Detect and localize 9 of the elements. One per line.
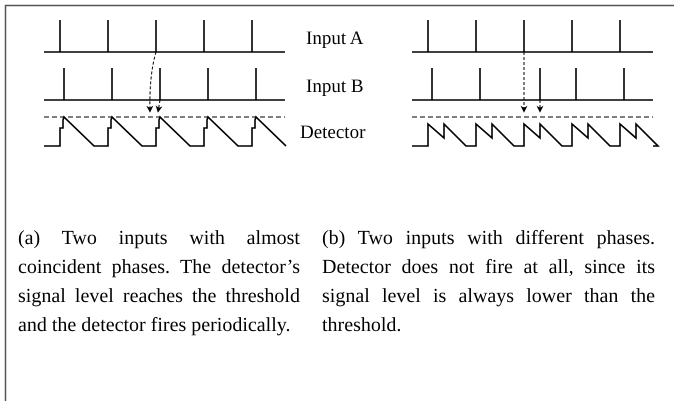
- caption: (b) Two inputs with different phases. Detector does not fire at all, since its signal level is always lower than the threshold.: [322, 226, 655, 338]
- signal-name: Input A: [306, 28, 364, 50]
- caption: (a) Two inputs with almost coincident phases. The detector’s signal level reaches the threshold and the detector fires periodically.: [18, 226, 300, 338]
- dashed-arrow: [536, 100, 544, 113]
- dashed-arrow: [146, 52, 156, 113]
- signal-name: Input B: [306, 76, 364, 98]
- signal-name: Detector: [300, 122, 366, 144]
- dashed-arrow: [156, 100, 162, 113]
- dashed-arrow: [520, 52, 528, 113]
